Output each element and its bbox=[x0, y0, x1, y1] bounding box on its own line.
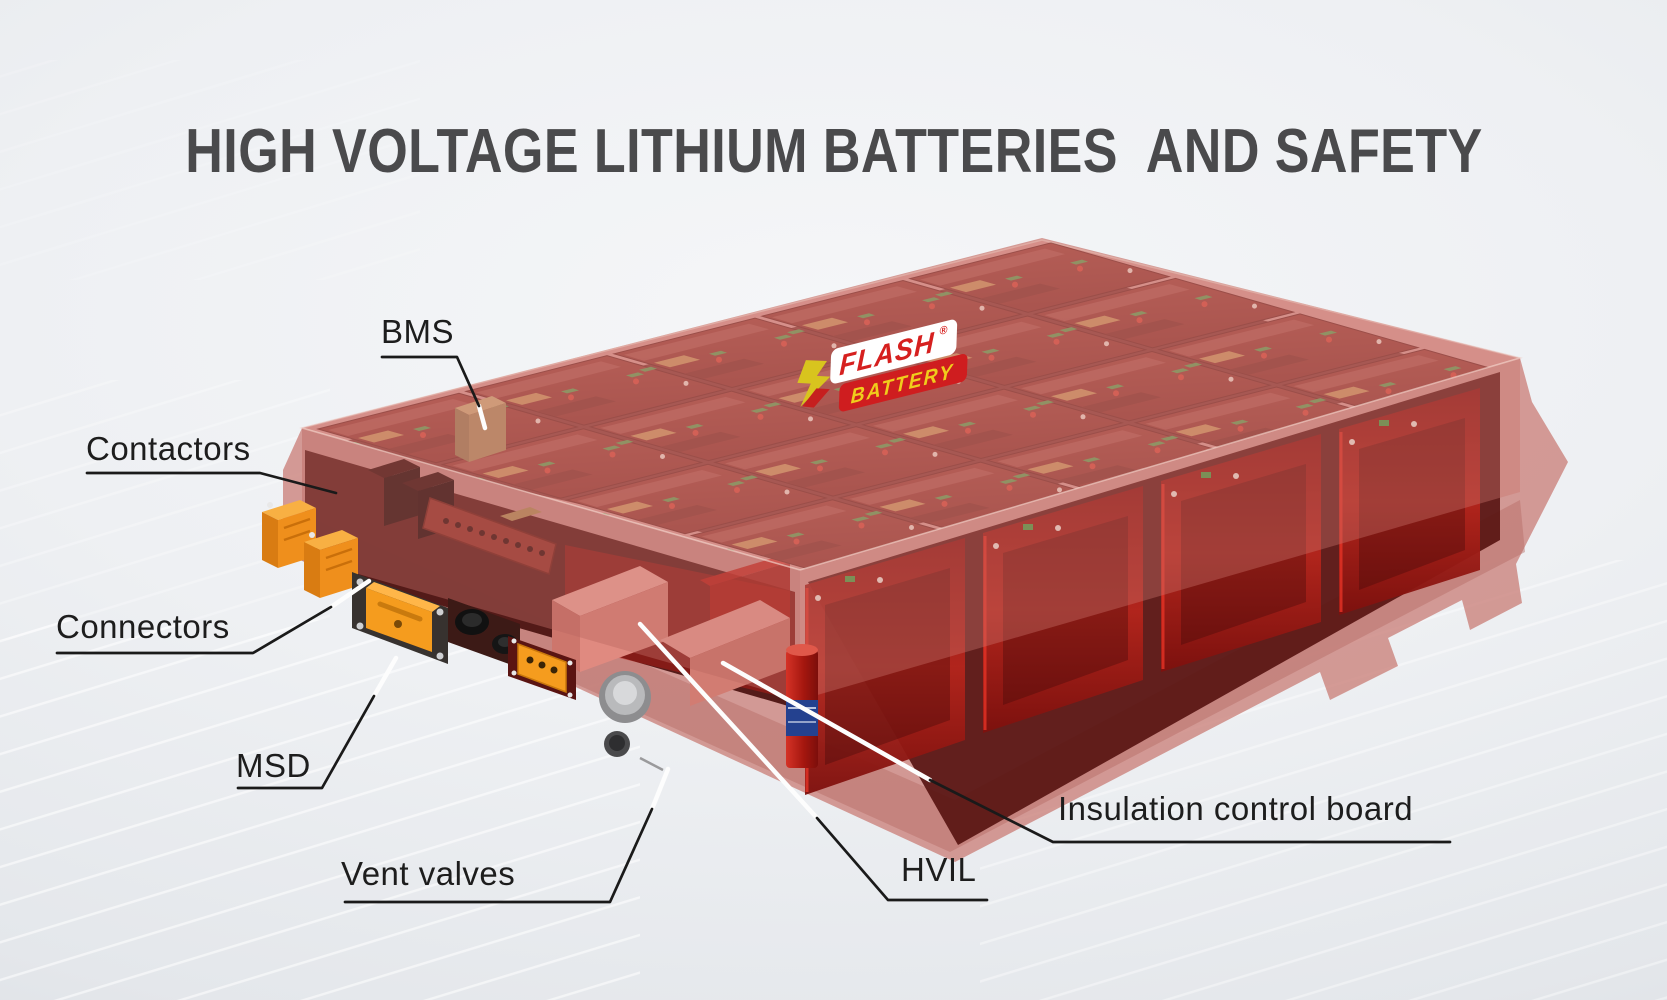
round-connectors bbox=[448, 598, 520, 668]
connectors-leader bbox=[55, 605, 333, 655]
cover-left-face bbox=[302, 428, 800, 700]
leader-lines bbox=[55, 355, 1452, 904]
label-msd: MSD bbox=[236, 747, 311, 784]
connectors-orange bbox=[262, 500, 358, 598]
label-contactors: Contactors bbox=[86, 430, 251, 467]
battery-module bbox=[1339, 388, 1480, 615]
logo-bolt-icon bbox=[797, 360, 831, 407]
interior-tan-block bbox=[500, 507, 542, 521]
hvil-leader bbox=[815, 816, 989, 902]
logo-registered-mark: ® bbox=[939, 324, 948, 338]
logo-bolt-red bbox=[802, 388, 830, 408]
msd-leader-white bbox=[371, 655, 399, 699]
msd-leader bbox=[236, 694, 376, 790]
orange-connector-small bbox=[508, 636, 576, 700]
interior-red-case-top bbox=[700, 556, 790, 586]
connectors-leader-white bbox=[328, 578, 372, 610]
pack-cover bbox=[299, 239, 1523, 700]
cover-right-face bbox=[800, 358, 1520, 700]
page-title: HIGH VOLTAGE LITHIUM BATTERIES AND SAFET… bbox=[184, 117, 1483, 186]
vent-valve-component bbox=[599, 671, 664, 772]
battery-module bbox=[1161, 434, 1321, 672]
battery-module bbox=[983, 486, 1143, 733]
label-bms: BMS bbox=[381, 313, 455, 350]
label-hvil: HVIL bbox=[901, 851, 977, 888]
contactors-leader bbox=[85, 471, 338, 495]
busbar-board bbox=[422, 497, 557, 575]
insulation-board bbox=[660, 600, 790, 706]
bms-leader bbox=[380, 355, 481, 408]
base-front-shadow bbox=[300, 500, 1525, 852]
label-connectors: Connectors bbox=[56, 608, 230, 645]
orange-connector bbox=[304, 530, 358, 598]
vent-valves-leader-white bbox=[649, 766, 671, 812]
insulation-leader-white bbox=[720, 660, 933, 783]
label-insulation-control-board: Insulation control board bbox=[1058, 790, 1414, 827]
vent-valves-leader bbox=[343, 807, 654, 904]
insulation-leader bbox=[928, 778, 1452, 844]
msd-component bbox=[352, 572, 448, 664]
hvil-leader-white bbox=[637, 621, 820, 821]
bms-leader-white bbox=[476, 403, 488, 431]
label-vent-valves: Vent valves bbox=[341, 855, 516, 892]
battery-modules-side bbox=[805, 372, 1500, 845]
